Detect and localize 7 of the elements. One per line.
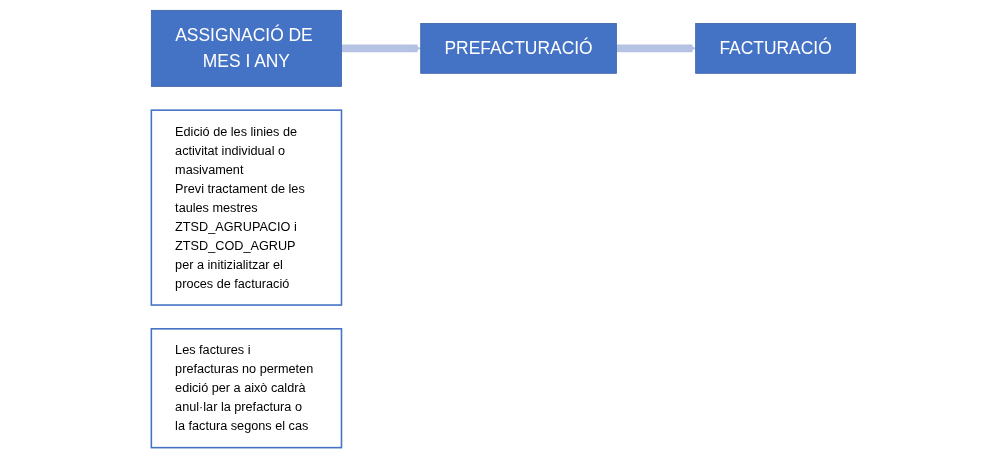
node-box: PREFACTURACIÓ <box>420 23 617 74</box>
node-box: Edició de les linies de activitat individual o masivament Previ tractament de les taules mestres ZTSD_AGRUPACIO i ZTSD_COD_AGRUP per a initizialitzar el proces de facturació <box>150 109 343 306</box>
node-box: ASSIGNACIÓ DE MES I ANY <box>151 9 342 87</box>
node-box: FACTURACIÓ <box>695 23 856 74</box>
arrow <box>341 44 422 53</box>
node-box: Les factures i prefacturas no permeten edició per a això caldrà anul·lar la prefactura o la factura segons el cas <box>150 328 343 449</box>
arrow <box>616 44 696 53</box>
